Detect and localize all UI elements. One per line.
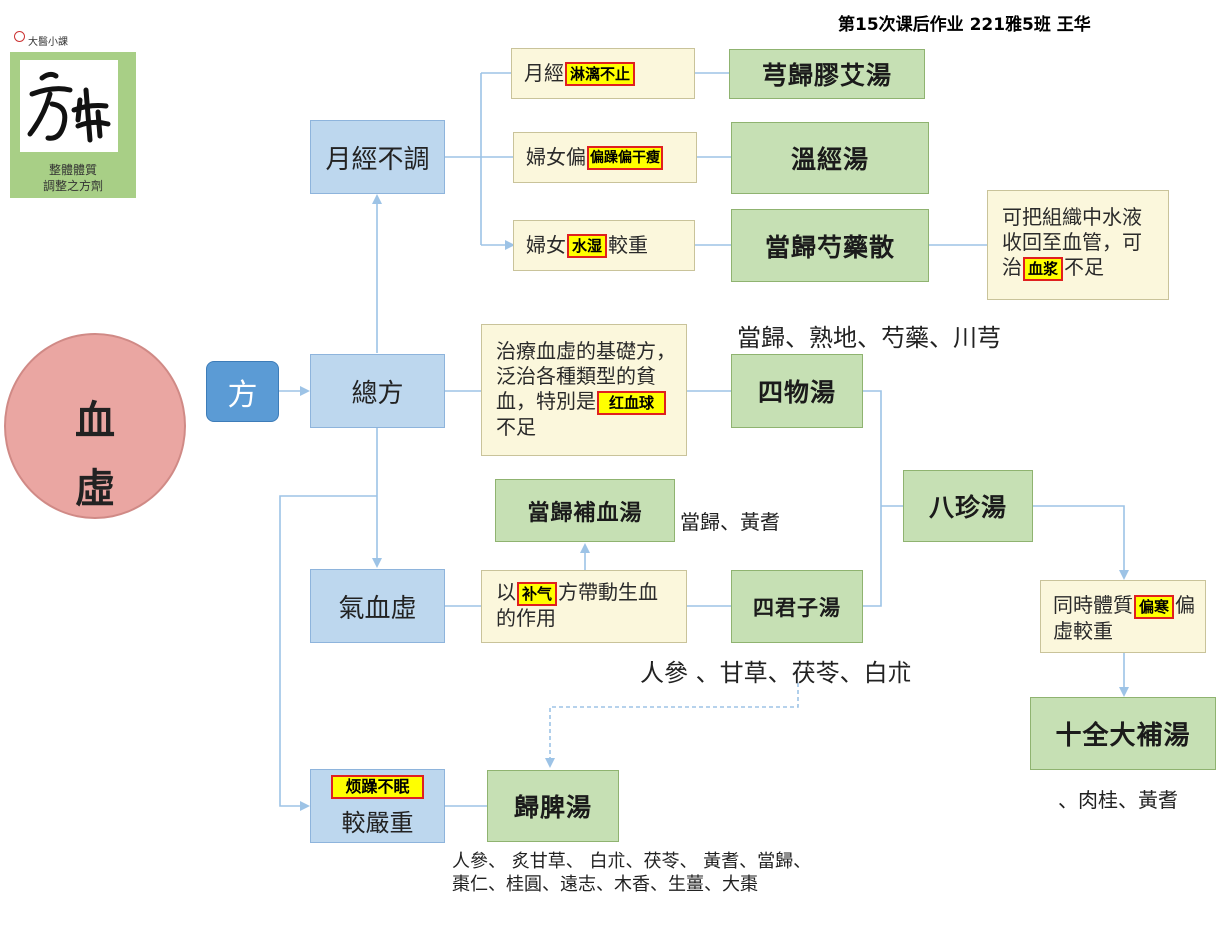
desc-ba-zhen: 同時體質偏寒偏虛較重	[1040, 580, 1206, 653]
desc-qi-text-after: 方帶動生血的作用	[496, 580, 659, 630]
formula-shi-quan-da-bu: 十全大補湯	[1030, 697, 1216, 770]
category-severe: 烦躁不眠 較嚴重	[310, 769, 445, 843]
formula-dang-gui-bu-xue: 當歸補血湯	[495, 479, 675, 542]
category-qi-blood: 氣血虛	[310, 569, 445, 643]
desc-dg-text-after: 不足	[1064, 255, 1105, 279]
assignment-header: 第15次课后作业 221雅5班 王华	[838, 15, 1091, 35]
link-sijunzi-guipi-dashed	[545, 683, 799, 768]
formula-dang-gui-shao-yao: 當歸芍藥散	[731, 209, 929, 282]
desc-dg-text: 可把組織中水液收回至血管，可治	[1002, 205, 1142, 279]
desc-bz-highlight: 偏寒	[1134, 594, 1175, 619]
logo-brand: 大醫小課	[28, 37, 68, 48]
formula-si-wu: 四物湯	[731, 354, 863, 428]
condition-box-3: 婦女 水湿 較重	[513, 220, 695, 271]
formula-wen-jing: 溫經湯	[731, 122, 929, 194]
desc-qi-blood: 以补气方帶動生血的作用	[481, 570, 687, 643]
brand-mark-icon	[14, 31, 25, 42]
calligraphy-icon	[27, 71, 111, 143]
desc-qi-text: 以	[496, 580, 516, 604]
category-menstrual: 月經不調	[310, 120, 445, 194]
main-topic-char1: 血	[75, 397, 115, 444]
condition-2-text: 婦女偏	[526, 145, 586, 169]
formula-ba-zhen: 八珍湯	[903, 470, 1033, 542]
logo-caption-line1: 整體體質	[48, 163, 97, 177]
ingredients-si-wu: 當歸、熟地、芍藥、川芎	[737, 324, 1001, 352]
desc-bz-text-after: 偏虛較重	[1053, 593, 1196, 643]
ingredients-shi-quan: 、肉桂、黃耆	[1058, 788, 1178, 812]
desc-general-text: 治療血虛的基礎方，泛治各種類型的貧血，特別是	[496, 339, 676, 413]
condition-3-text-after: 較重	[608, 233, 649, 257]
logo-caption-line2: 調整之方劑	[42, 179, 103, 193]
main-topic-char2: 虛	[75, 465, 115, 512]
link-bazhen-bzdesc	[1033, 505, 1129, 580]
condition-3-highlight: 水湿	[567, 233, 608, 258]
desc-general-highlight: 红血球	[597, 390, 667, 415]
logo-calligraphy	[20, 60, 118, 152]
category-general: 總方	[310, 354, 445, 428]
condition-box-1: 月經 淋漓不止	[511, 48, 695, 99]
condition-3-text: 婦女	[526, 233, 566, 257]
ingredients-si-jun-zi: 人參 、甘草、茯苓、白朮	[640, 659, 912, 687]
desc-dg-highlight: 血浆	[1023, 256, 1064, 281]
link-general-severe	[279, 495, 377, 811]
condition-box-2: 婦女偏 偏躁偏干瘦	[513, 132, 697, 183]
fang-node: 方	[206, 361, 279, 422]
formula-xiong-gui-jiao-ai: 芎歸膠艾湯	[729, 49, 925, 99]
formula-gui-pi: 歸脾湯	[487, 770, 619, 842]
condition-2-highlight: 偏躁偏干瘦	[587, 145, 663, 170]
desc-general: 治療血虛的基礎方，泛治各種類型的貧血，特別是红血球不足	[481, 324, 687, 456]
desc-qi-highlight: 补气	[517, 581, 558, 606]
severe-label: 較嚴重	[341, 808, 414, 837]
main-topic-circle	[4, 333, 186, 519]
ingredients-gui-pi: 人參、 炙甘草、 白朮、茯苓、 黃耆、當歸、棗仁、桂圓、遠志、木香、生薑、大棗	[452, 851, 812, 895]
desc-general-text-after: 不足	[496, 414, 536, 439]
severe-highlight: 烦躁不眠	[331, 774, 424, 799]
formula-si-jun-zi: 四君子湯	[731, 570, 863, 643]
condition-1-text: 月經	[524, 61, 564, 85]
ingredients-dang-gui-bu-xue: 當歸、黃耆	[680, 510, 780, 534]
link-siwu-bazhen	[863, 390, 882, 607]
condition-1-highlight: 淋漓不止	[565, 61, 636, 86]
desc-dang-gui-shao-yao: 可把組織中水液收回至血管，可治血浆不足	[987, 190, 1169, 300]
desc-bz-text: 同時體質	[1053, 593, 1133, 617]
